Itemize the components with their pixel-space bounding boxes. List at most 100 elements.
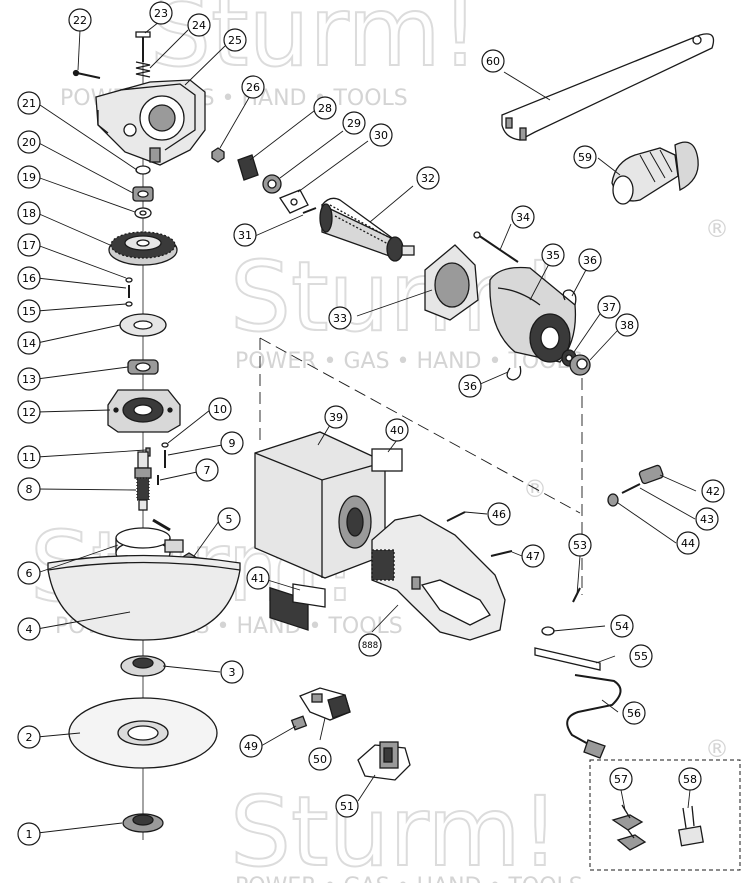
part-side-handle-59 [611,141,699,205]
brushes-group-box [589,759,741,871]
part-cable-connector-42 [638,464,664,485]
svg-text:44: 44 [681,537,695,550]
svg-text:24: 24 [192,19,206,32]
svg-text:56: 56 [627,707,641,720]
part-flange-12 [107,389,181,433]
part-outer-nut-1 [122,813,164,833]
svg-text:21: 21 [22,97,36,110]
svg-text:4: 4 [26,623,33,636]
callout-31: 31 [233,223,257,247]
svg-text:12: 12 [22,406,36,419]
part-clamp-54 [541,626,555,636]
part-ring-21 [135,165,151,175]
part-screw-47 [490,550,513,557]
svg-text:1: 1 [26,828,33,841]
assembly-guides [259,337,583,595]
callout-33: 33 [328,306,352,330]
callout-4: 4 [17,617,41,641]
part-clip-36-top [562,289,577,306]
svg-text:43: 43 [700,513,714,526]
leader-lines [28,21,697,835]
callout-41: 41 [246,566,270,590]
callout-26: 26 [241,75,265,99]
svg-text:888: 888 [362,641,378,651]
svg-text:17: 17 [22,239,36,252]
part-guard-clamp-6 [115,518,184,566]
callout-35: 35 [541,243,565,267]
part-spanner-60 [501,33,715,141]
svg-text:54: 54 [615,620,629,633]
callout-34: 34 [511,205,535,229]
svg-text:30: 30 [374,129,388,142]
svg-text:6: 6 [26,567,33,580]
callout-11: 11 [17,445,41,469]
parts [47,31,741,871]
svg-text:10: 10 [213,403,227,416]
svg-text:20: 20 [22,136,36,149]
callout-5: 5 [217,507,241,531]
callout-43: 43 [695,507,719,531]
part-armature-32 [319,197,415,262]
callout-57: 57 [609,767,633,791]
callout-10: 10 [208,397,232,421]
svg-text:28: 28 [318,102,332,115]
callout-20: 20 [17,130,41,154]
part-screw-34 [473,231,519,263]
part-screw-43 [621,483,641,494]
svg-text:9: 9 [229,437,236,450]
watermark-logo-top: Sturm! [149,0,480,89]
part-label-plate-40 [371,448,403,472]
callout-7: 7 [195,458,219,482]
callout-30: 30 [369,123,393,147]
svg-text:22: 22 [73,14,87,27]
svg-text:40: 40 [390,424,404,437]
part-bearing-29 [262,174,282,194]
callout-15: 15 [17,299,41,323]
callout-47: 47 [521,544,545,568]
part-carbon-brushes-57 [611,804,647,851]
part-wheel-guard-4 [47,554,241,641]
callout-6: 6 [17,561,41,585]
svg-text:33: 33 [333,312,347,325]
callout-8: 8 [17,477,41,501]
svg-text:55: 55 [634,650,648,663]
callout-37: 37 [597,295,621,319]
svg-text:2: 2 [26,731,33,744]
watermark-brand-text: Sturm! [230,776,559,883]
svg-text:19: 19 [22,171,36,184]
part-bearing-plate-30 [279,189,309,214]
part-screw-22 [72,69,101,79]
callout-55: 55 [629,644,653,668]
svg-text:46: 46 [492,508,506,521]
callout-13: 13 [17,367,41,391]
callout-18: 18 [17,201,41,225]
svg-text:34: 34 [516,211,530,224]
callout-23: 23 [149,1,173,25]
svg-text:35: 35 [546,249,560,262]
svg-text:47: 47 [526,550,540,563]
callout-3: 3 [220,660,244,684]
part-handle-888 [371,514,506,641]
part-bearing-cover-38 [569,354,591,376]
part-screw-31 [302,207,317,214]
callout-56: 56 [622,701,646,725]
callouts: 1 2 3 4 5 6 7 8 9 10 11 12 13 14 15 16 1… [17,1,725,846]
callout-22: 22 [68,8,92,32]
part-washer-15 [125,301,133,307]
callout-36-bottom: 36 [458,374,482,398]
watermark-registered: ® [523,475,547,503]
part-nut-26 [211,147,225,163]
part-fan-baffle-33 [424,244,479,321]
svg-text:60: 60 [486,55,500,68]
part-clip-36-bottom [506,365,522,381]
part-switch-51 [357,741,411,781]
svg-text:14: 14 [22,337,36,350]
svg-text:18: 18 [22,207,36,220]
callout-24: 24 [187,13,211,37]
part-switch-lever-50 [299,687,351,721]
watermark-brand-text: Sturm! [150,0,479,88]
callout-29: 29 [342,111,366,135]
svg-text:23: 23 [154,7,168,20]
